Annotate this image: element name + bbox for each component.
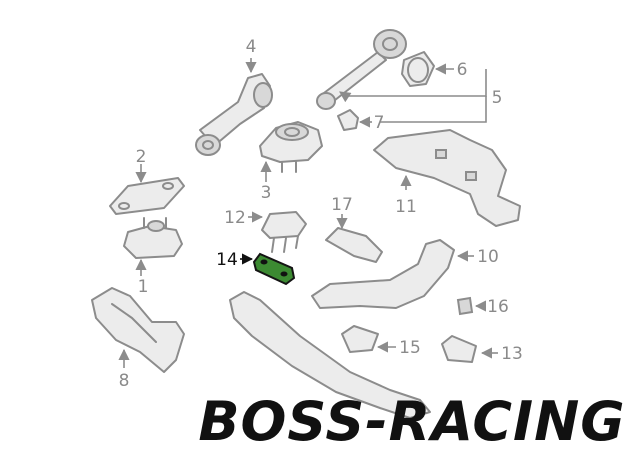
callout-10: 10 (477, 247, 499, 267)
part-1-transmission-mount[interactable] (123, 217, 183, 276)
callout-5: 5 (492, 88, 503, 108)
callout-7: 7 (374, 113, 385, 133)
callout-11: 11 (395, 197, 417, 217)
part-11-subframe[interactable] (373, 129, 521, 227)
part-12-mount[interactable] (248, 211, 307, 253)
part-7-bushing[interactable] (337, 109, 359, 131)
part-3-engine-mount[interactable] (259, 121, 323, 182)
part-2-bracket[interactable] (109, 164, 185, 215)
callout-6: 6 (457, 60, 468, 80)
callout-14: 14 (216, 250, 238, 270)
callout-2: 2 (136, 147, 147, 167)
callout-1: 1 (138, 277, 149, 297)
part-6-bushing[interactable] (401, 51, 435, 87)
callout-3: 3 (261, 183, 272, 203)
callout-15: 15 (399, 338, 421, 358)
callout-13: 13 (501, 344, 523, 364)
part-8-crossmember-bracket[interactable] (91, 287, 185, 373)
part-13-pad[interactable] (441, 335, 498, 363)
part-10-lower-arm[interactable] (311, 239, 474, 309)
part-17-cover[interactable] (325, 214, 383, 263)
callout-8: 8 (119, 371, 130, 391)
part-5-link-rod[interactable] (316, 29, 407, 110)
lower-crossmember (229, 291, 431, 419)
callout-17: 17 (331, 195, 353, 215)
callout-16: 16 (487, 297, 509, 317)
part-16-bushing[interactable] (456, 296, 487, 316)
brand-watermark: BOSS-RACING (198, 390, 625, 453)
part-15-pad[interactable] (341, 325, 396, 353)
part-4-torque-rod[interactable] (195, 58, 273, 156)
part-14-spacer-highlighted[interactable] (240, 252, 296, 286)
callout-12: 12 (224, 208, 246, 228)
callout-4: 4 (246, 37, 257, 57)
